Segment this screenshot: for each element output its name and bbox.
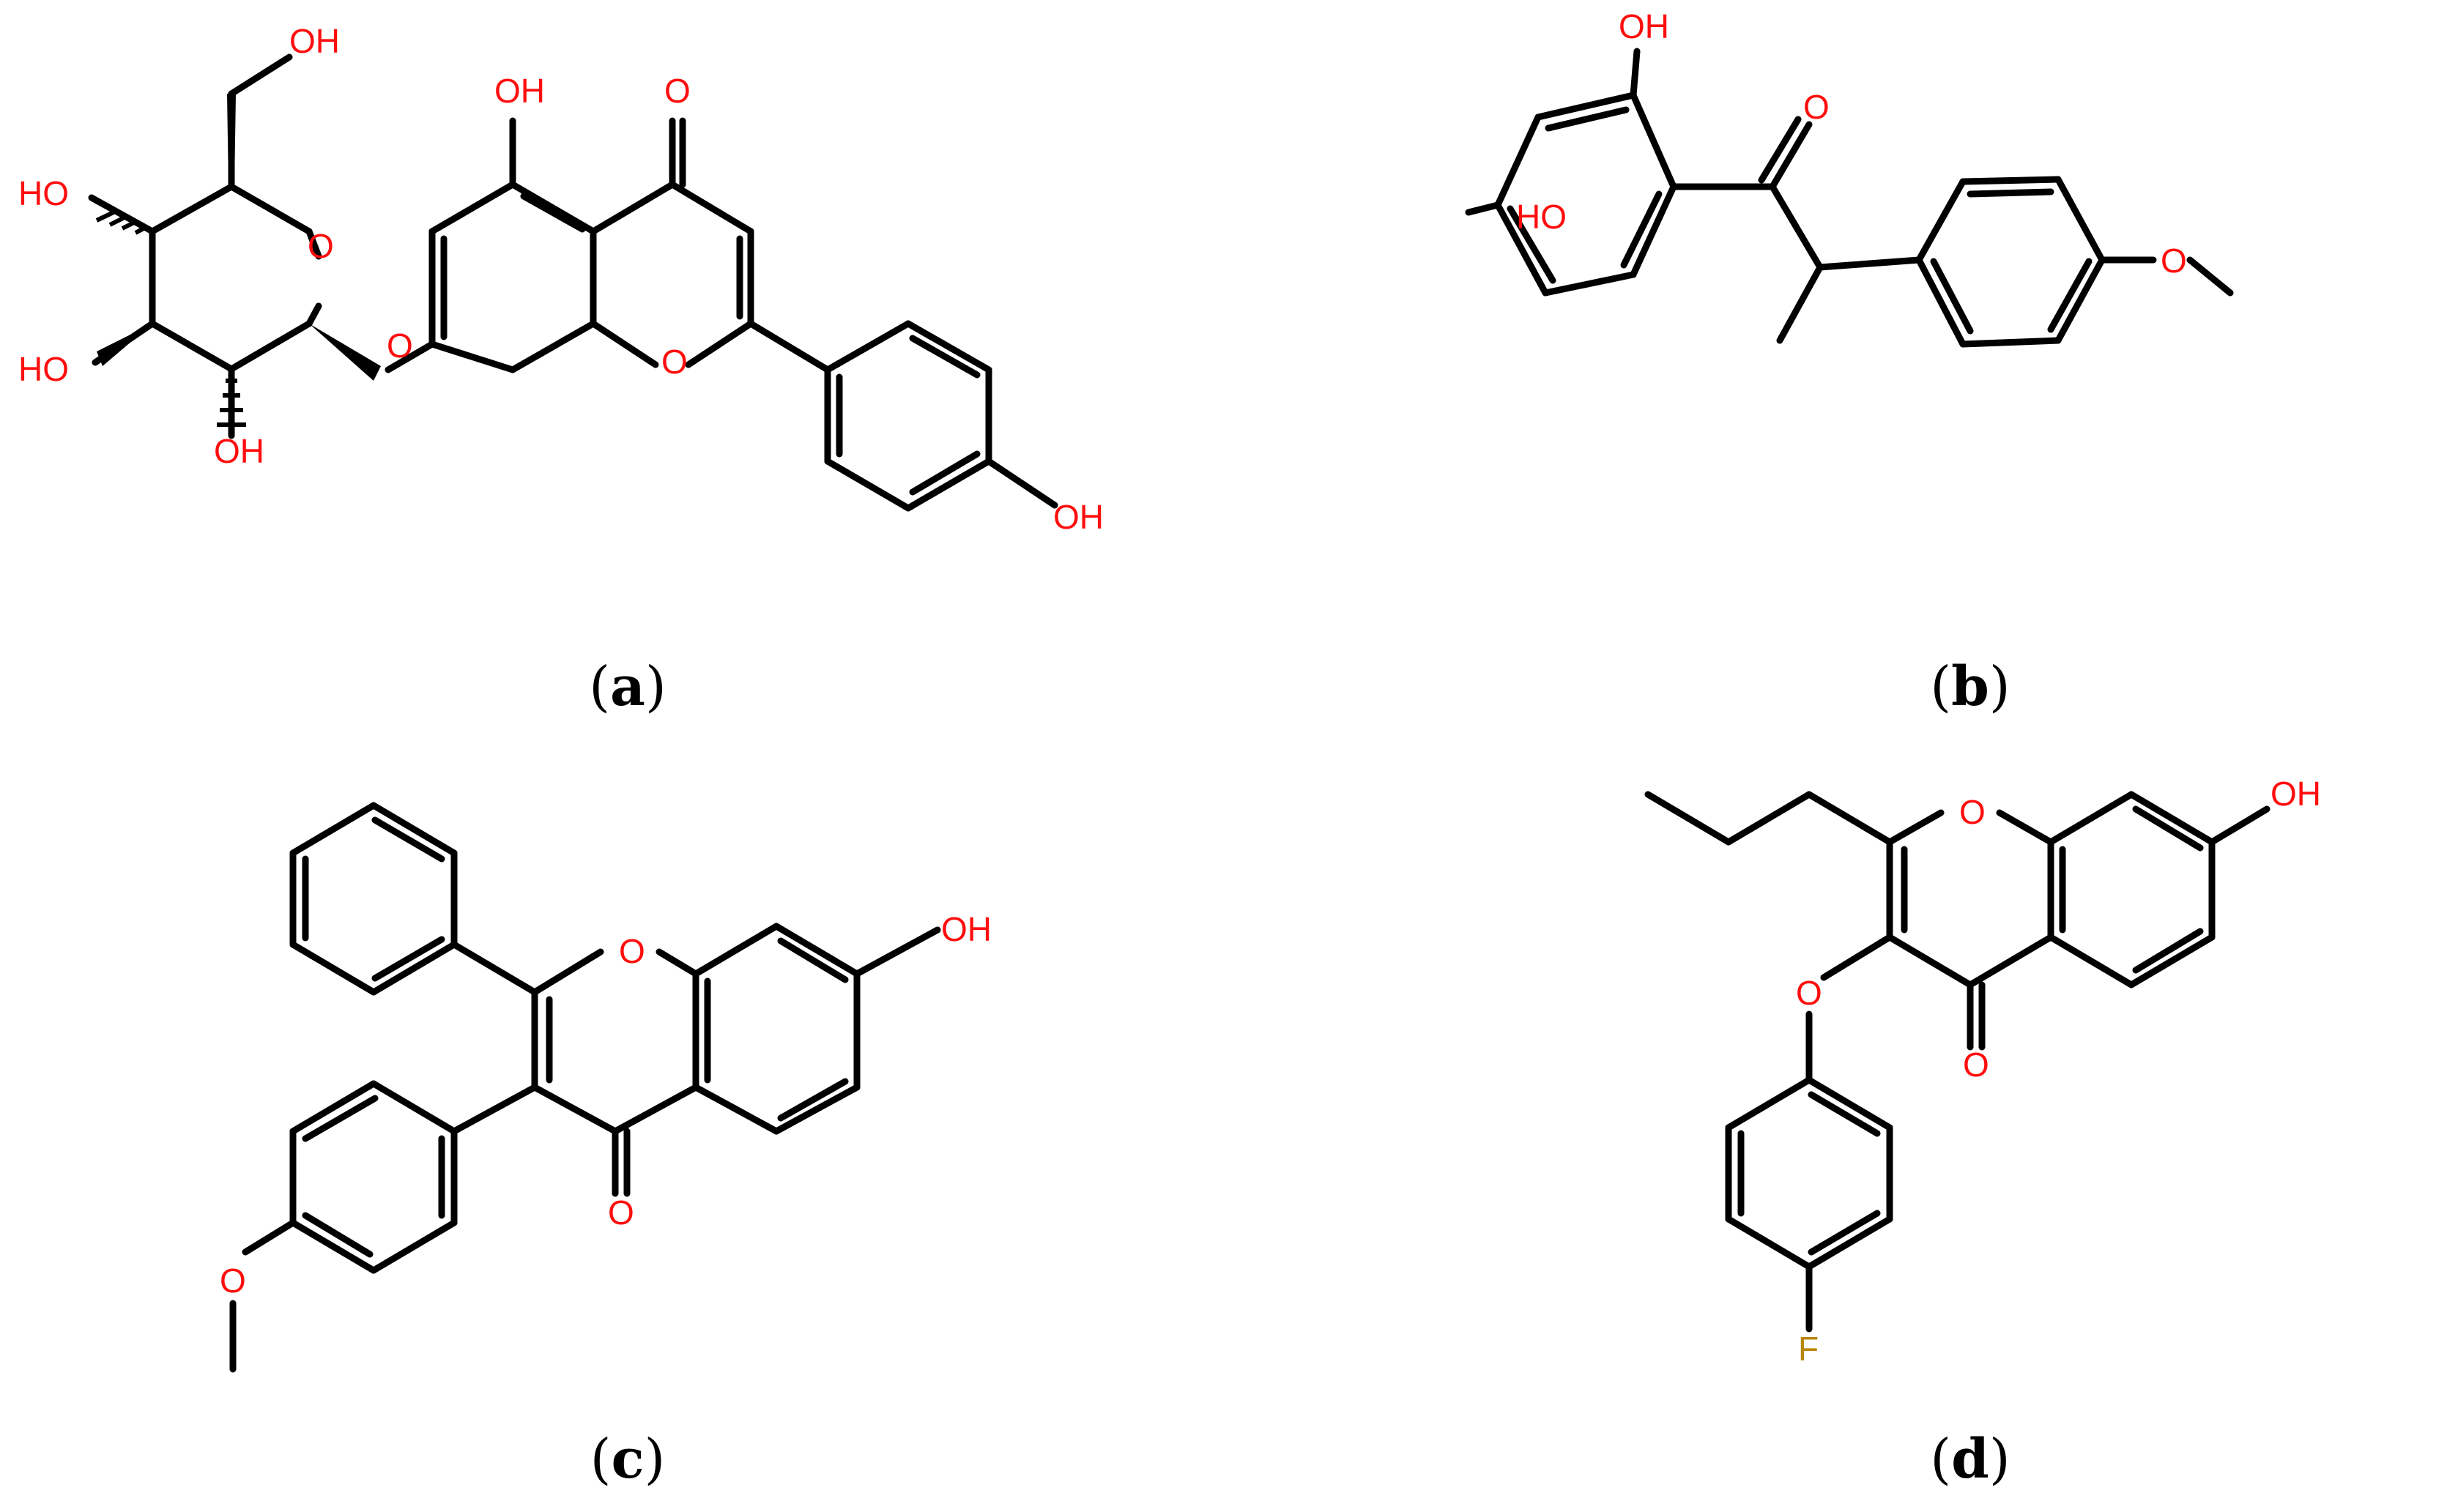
atom-d-o2: OH [2271,775,2321,813]
atom-b-o1: OH [1619,7,1669,45]
caption-d: (d) [1930,1428,2010,1491]
atom-a-o2: HO [18,174,69,212]
atom-a-o5: O [308,227,334,265]
atom-c-o2: OH [941,910,992,948]
atom-b-o3: O [1803,88,1830,126]
caption-c: (c) [590,1428,666,1491]
atom-d-o3: O [1796,974,1822,1012]
atom-a-o8: O [664,72,691,110]
atom-c-o1: O [619,932,645,970]
atom-a-o9: O [661,343,688,381]
atom-a-o3: HO [18,350,69,388]
atom-a-o6: O [387,327,413,365]
atom-a-o1: OH [289,22,340,60]
atom-b-o4: O [2161,242,2187,280]
caption-b: (b) [1930,655,2010,718]
structure-d [1644,791,2271,1333]
atom-a-o4: OH [214,432,264,470]
caption-a: (a) [589,655,667,718]
atom-d-o1: O [1959,793,1986,831]
atom-b-o2: HO [1516,198,1567,236]
atom-a-o10: OH [1053,498,1104,536]
atom-c-o4: O [220,1262,246,1300]
atom-c-o3: O [608,1193,634,1232]
atom-d-o4: O [1963,1046,1989,1084]
structure-b [1465,48,2234,348]
atom-a-o7: OH [494,72,545,110]
structure-c [229,802,941,1373]
atom-d-f1: F [1798,1330,1819,1368]
